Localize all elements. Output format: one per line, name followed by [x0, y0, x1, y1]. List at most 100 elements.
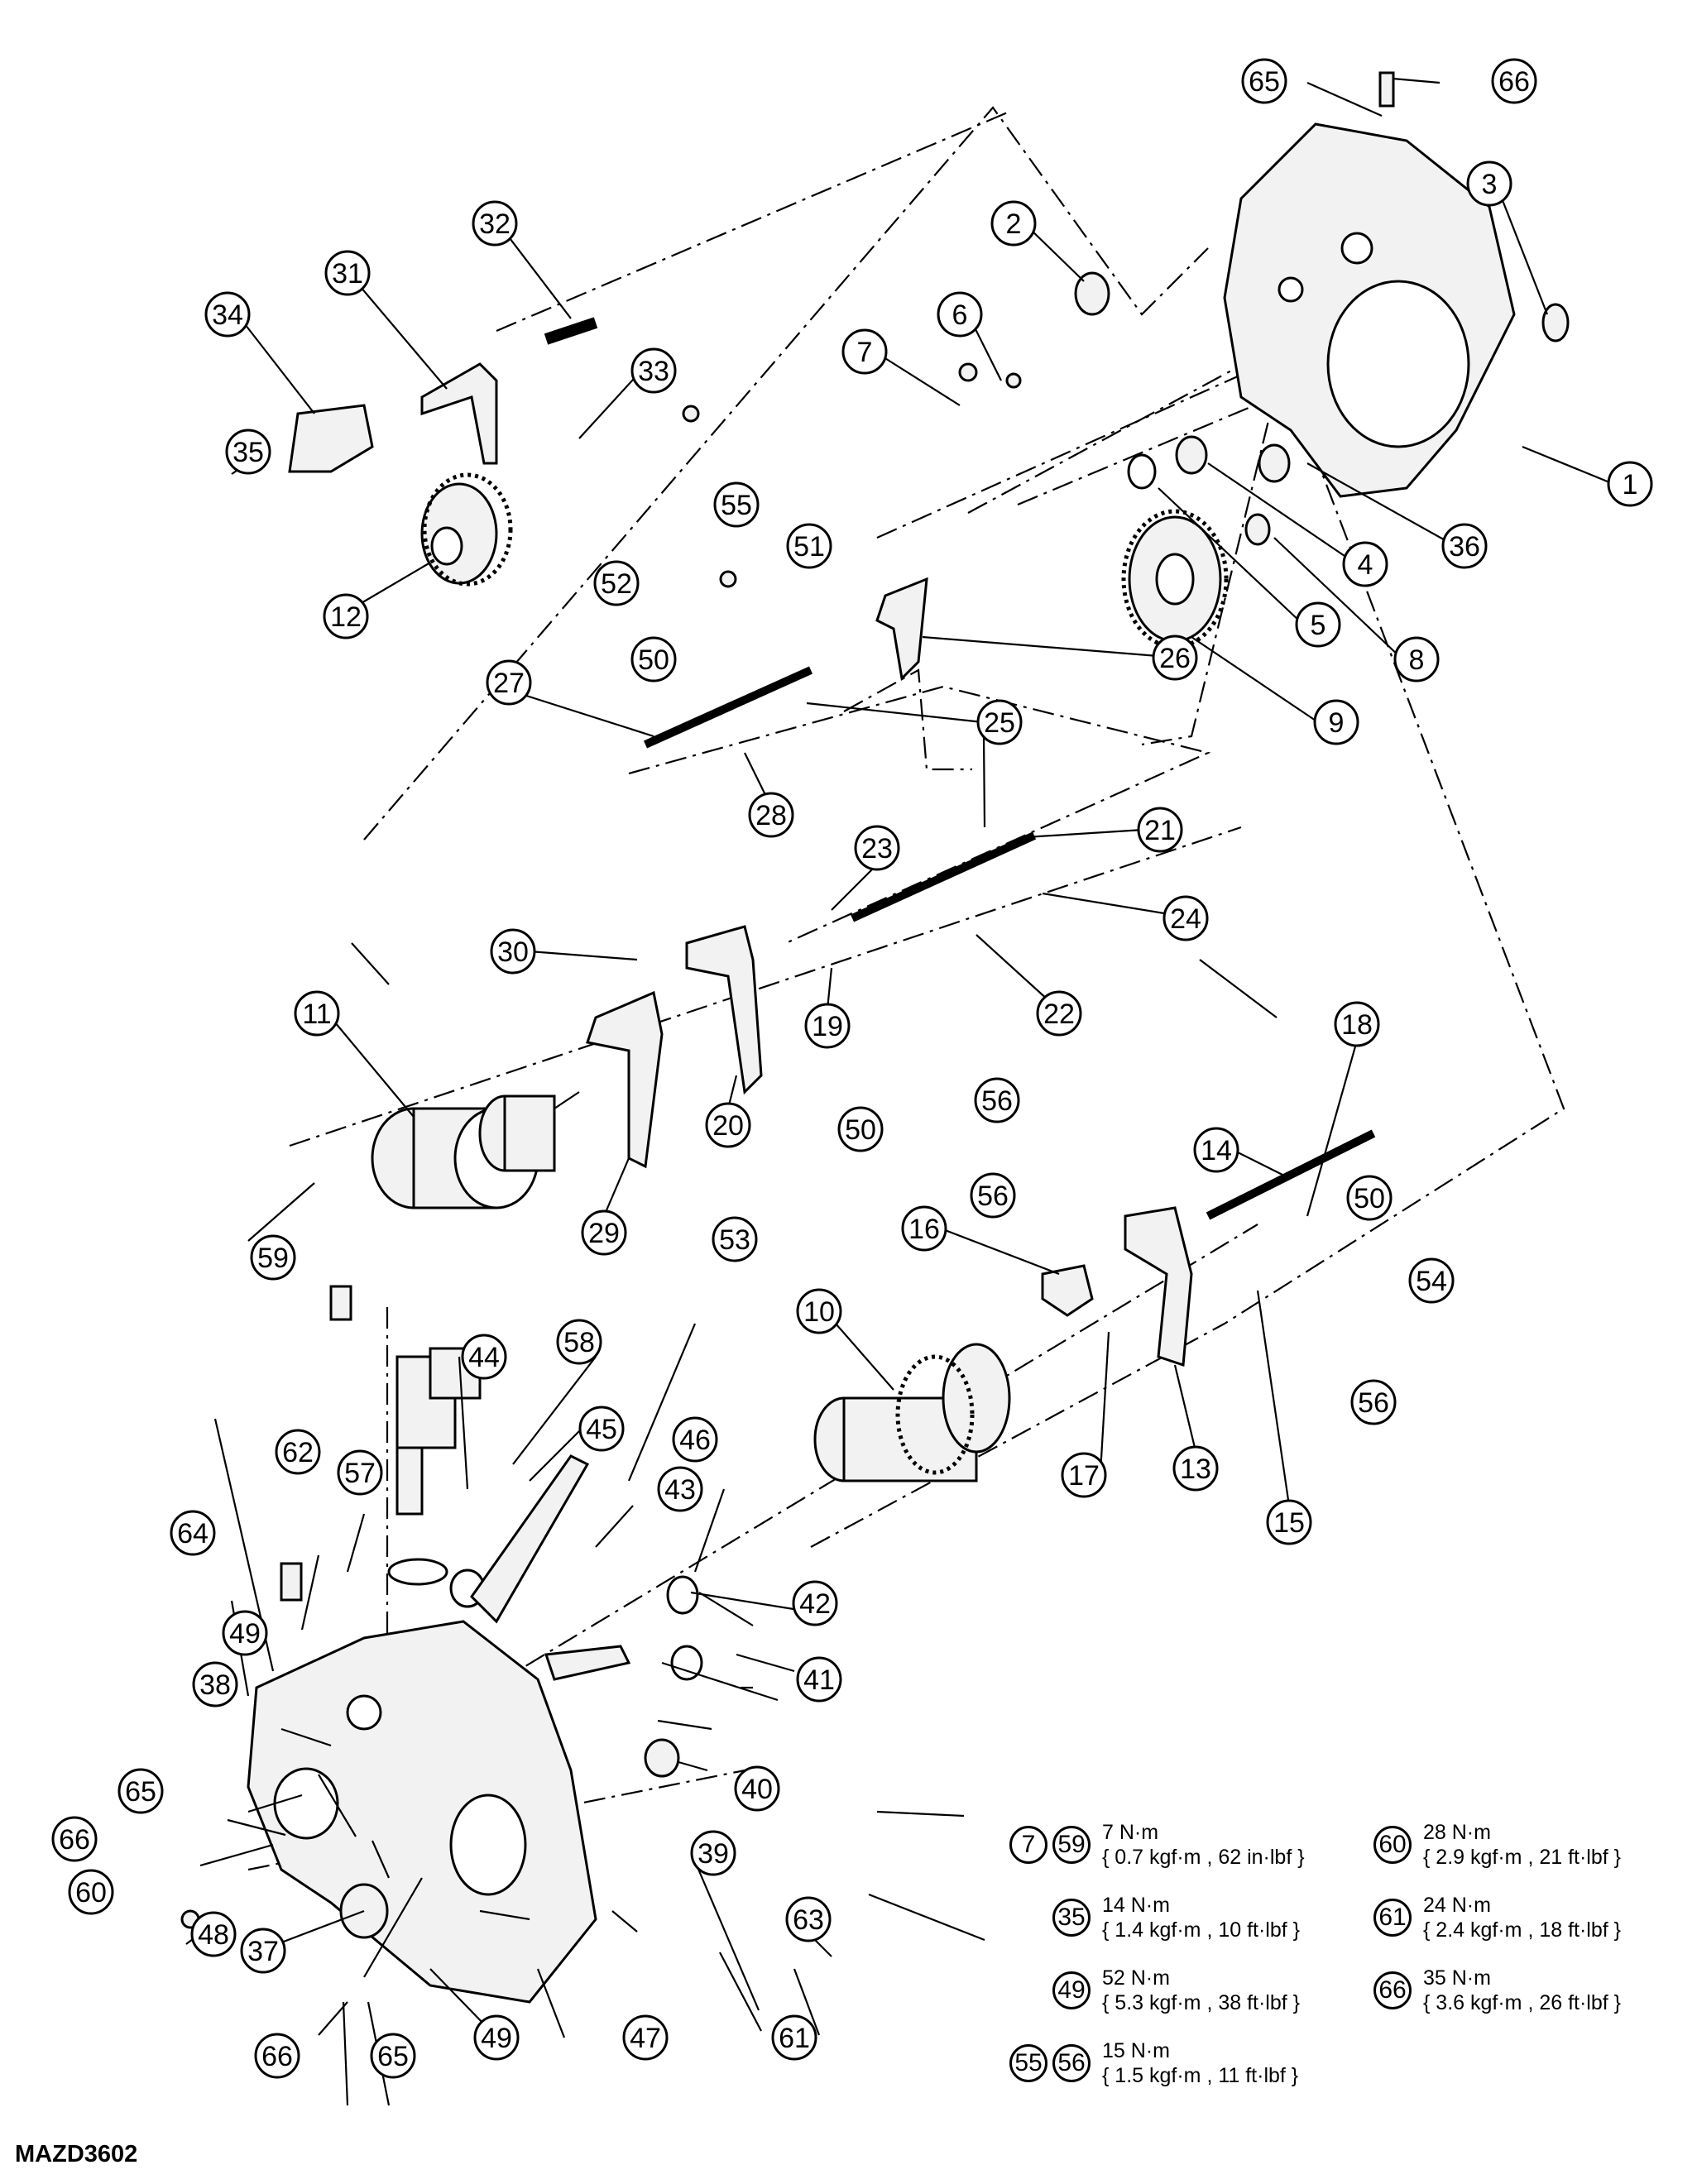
callout-circle — [1162, 895, 1209, 941]
callout-36: 36 — [1441, 523, 1488, 569]
callout-circle — [1152, 635, 1198, 681]
callout-number: 61 — [779, 2023, 810, 2054]
callout-circle — [937, 291, 983, 338]
callout-circle — [1334, 1001, 1380, 1047]
callout-29: 29 — [581, 1209, 627, 1256]
callout-number: 39 — [697, 1838, 729, 1870]
torque-detail: { 2.9 kgf·m , 21 ft·lbf } — [1423, 1846, 1622, 1869]
callout-circle — [1172, 1445, 1219, 1492]
callout-number: 17 — [1068, 1460, 1100, 1492]
callout-circle — [240, 1928, 286, 1974]
torque-part-badge: 49 — [1052, 1971, 1091, 2009]
callout-66: 66 — [51, 1816, 98, 1862]
callout-number: 13 — [1180, 1454, 1211, 1485]
callout-circle — [705, 1102, 751, 1148]
callout-4: 4 — [1342, 541, 1388, 587]
callout-number: 56 — [1358, 1387, 1389, 1419]
callout-number: 63 — [793, 1904, 824, 1936]
callout-16: 16 — [901, 1205, 947, 1252]
torque-detail: { 1.4 kgf·m , 10 ft·lbf } — [1102, 1918, 1301, 1942]
callout-circle — [581, 1209, 627, 1256]
callout-number: 34 — [212, 299, 243, 331]
callout-number: 35 — [232, 437, 264, 468]
callout-60: 60 — [68, 1869, 114, 1915]
callout-3: 3 — [1466, 160, 1512, 207]
callout-number: 8 — [1409, 644, 1425, 676]
callout-circle — [1295, 601, 1341, 648]
callout-number: 4 — [1358, 549, 1373, 581]
callout-circle — [1342, 541, 1388, 587]
callout-circle — [792, 1580, 838, 1626]
callout-circle — [1408, 1257, 1455, 1304]
callout-15: 15 — [1266, 1499, 1312, 1545]
callout-circle — [490, 928, 536, 975]
small-parts — [180, 271, 1570, 1939]
callout-54: 54 — [1408, 1257, 1455, 1304]
callout-number: 23 — [861, 833, 893, 864]
callout-49: 49 — [222, 1610, 268, 1656]
callout-number: 59 — [257, 1243, 289, 1274]
callout-circle — [275, 1429, 321, 1475]
callout-circle — [192, 1661, 238, 1707]
callout-40: 40 — [734, 1765, 780, 1812]
callout-circle — [222, 1610, 268, 1656]
callout-circle — [990, 200, 1037, 247]
callout-number: 19 — [812, 1011, 843, 1042]
callout-18: 18 — [1334, 1001, 1380, 1047]
callout-circle — [337, 1449, 383, 1496]
callout-5: 5 — [1295, 601, 1341, 648]
callout-number: 10 — [803, 1296, 835, 1328]
callout-25: 25 — [976, 699, 1023, 745]
callout-1: 1 — [1607, 461, 1653, 507]
callout-circle — [1061, 1452, 1107, 1498]
callout-circle — [1193, 1127, 1239, 1173]
callout-number: 5 — [1311, 610, 1326, 641]
torque-part-badge: 7 — [1009, 1826, 1047, 1864]
callout-circle — [1241, 58, 1287, 104]
callout-layer: 1234567891011121314151617181920212223242… — [51, 58, 1653, 2079]
callout-17: 17 — [1061, 1452, 1107, 1498]
callout-51: 51 — [786, 523, 832, 569]
callout-24: 24 — [1162, 895, 1209, 941]
callout-number: 16 — [908, 1214, 940, 1245]
callout-61: 61 — [771, 2014, 817, 2061]
callout-circle — [796, 1656, 842, 1703]
callout-circle — [796, 1288, 842, 1334]
callout-65: 65 — [370, 2033, 416, 2079]
callout-number: 50 — [638, 644, 669, 676]
callout-number: 65 — [377, 2041, 409, 2072]
torque-row: 49 52 N·m{ 5.3 kgf·m , 38 ft·lbf } — [1052, 1966, 1300, 2015]
callout-number: 56 — [977, 1181, 1009, 1212]
callout-circle — [1491, 58, 1537, 104]
callout-circle — [622, 2014, 669, 2061]
callout-10: 10 — [796, 1288, 842, 1334]
callout-number: 49 — [481, 2023, 512, 2054]
callout-31: 31 — [324, 250, 371, 296]
callout-number: 31 — [332, 258, 363, 290]
callout-41: 41 — [796, 1656, 842, 1703]
callout-circle — [841, 328, 888, 375]
callout-number: 2 — [1006, 208, 1022, 240]
clutch-housing — [247, 1620, 597, 2004]
callout-number: 47 — [630, 2023, 661, 2054]
callout-circle — [486, 659, 532, 706]
callout-46: 46 — [672, 1416, 718, 1463]
callout-22: 22 — [1036, 990, 1082, 1037]
callout-42: 42 — [792, 1580, 838, 1626]
callout-number: 37 — [247, 1936, 279, 1967]
callout-circle — [1393, 636, 1440, 682]
primary-shaft-gear — [371, 1091, 580, 1209]
callout-circle — [854, 825, 900, 871]
callout-number: 36 — [1449, 531, 1480, 563]
torque-part-badge: 66 — [1373, 1971, 1412, 2009]
callout-65: 65 — [117, 1768, 164, 1814]
torque-value: 7 N·m — [1102, 1821, 1159, 1844]
callout-50: 50 — [837, 1106, 884, 1152]
callout-number: 25 — [984, 707, 1015, 739]
callout-number: 11 — [302, 999, 331, 1030]
callout-circle — [748, 792, 794, 838]
callout-number: 52 — [601, 568, 632, 600]
callout-58: 58 — [556, 1319, 602, 1365]
callout-number: 18 — [1341, 1009, 1373, 1041]
